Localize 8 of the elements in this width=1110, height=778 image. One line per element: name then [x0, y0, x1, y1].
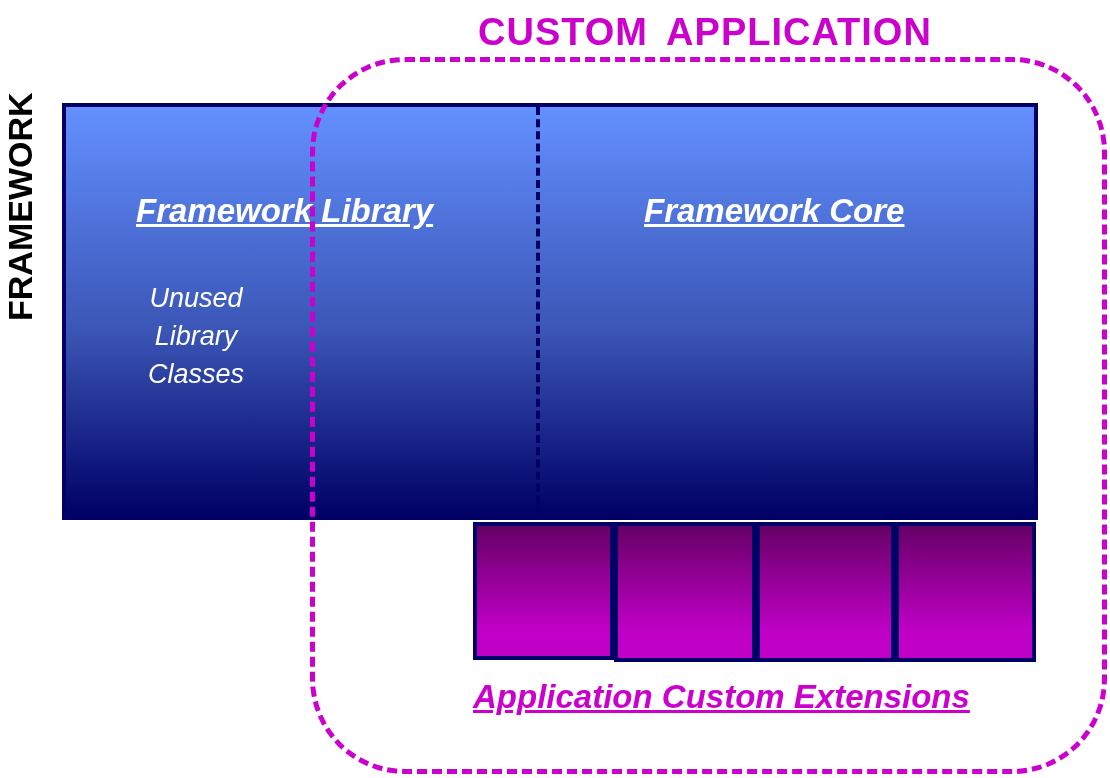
caption-text: Application Custom Extensions	[473, 677, 970, 717]
extension-block	[895, 522, 1036, 662]
section-label: FRAMEWORK	[0, 92, 40, 321]
section-heading: Framework Library	[136, 191, 434, 231]
section-heading: Framework Core	[644, 191, 905, 231]
note-text: Unused Library Classes	[147, 282, 245, 391]
group-title: CUSTOM APPLICATION	[478, 10, 932, 55]
extension-block	[473, 522, 614, 660]
